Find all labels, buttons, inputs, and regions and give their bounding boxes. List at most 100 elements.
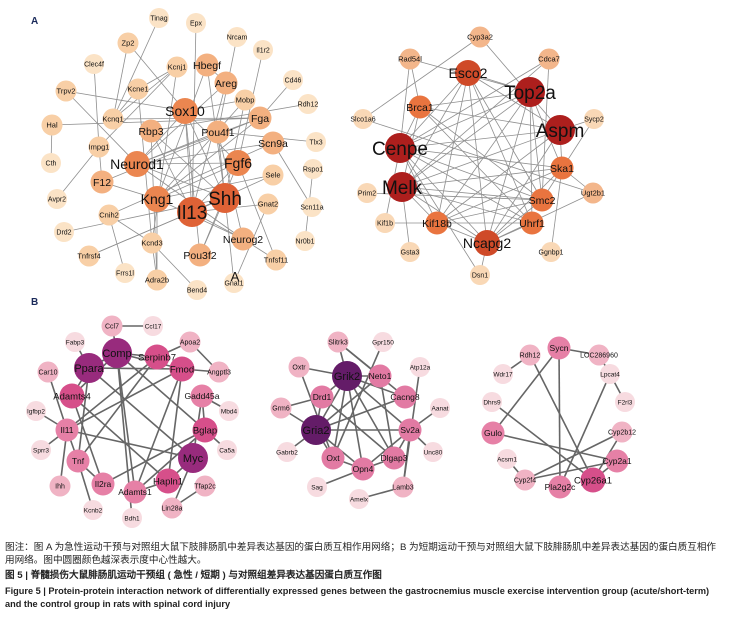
- node-label: Ugt2b1: [581, 189, 605, 198]
- edge-rdh12-cyp26a1: [529, 354, 594, 481]
- node-label: Gnat2: [258, 200, 278, 209]
- edge-drd1-dlgap3: [321, 396, 395, 459]
- edge-gpr150-oxt: [332, 341, 384, 459]
- node-gadd45a: Gadd45a: [185, 384, 220, 408]
- node-circle: [538, 48, 560, 70]
- node-f2rl3: F2rl3: [615, 392, 635, 412]
- node-circle: [482, 392, 502, 412]
- node-label: Pla2g2c: [545, 482, 576, 492]
- figure-title-english: Figure 5 | Protein-protein interaction n…: [5, 586, 710, 609]
- node-label: Il1r2: [256, 48, 270, 55]
- node-cyp3a2: Cyp3a2: [467, 26, 493, 48]
- node-myc: Myc: [178, 443, 208, 473]
- node-cacng8: Cacng8: [390, 385, 420, 409]
- node-fga: Fga: [248, 106, 272, 130]
- node-label: Amelx: [350, 496, 369, 503]
- node-fmod: Fmod: [169, 356, 195, 382]
- node-circle: [59, 383, 85, 409]
- node-apoa2: Apoa2: [179, 331, 201, 353]
- node-circle: [144, 344, 170, 370]
- node-circle: [143, 316, 163, 336]
- node-cyp2f4: Cyp2f4: [514, 469, 536, 491]
- node-gnat2: Gnat2: [257, 193, 279, 215]
- node-label: Gria2: [303, 425, 330, 437]
- node-label: Pou4f1: [201, 127, 234, 139]
- node-il1r2: Il1r2: [253, 40, 273, 60]
- node-dhrs9: Dhrs9: [482, 392, 502, 412]
- node-circle: [257, 193, 279, 215]
- node-circle: [399, 48, 421, 70]
- node-cnih2: Cnih2: [98, 204, 120, 226]
- edge-gulo-cyp2a1: [492, 432, 618, 462]
- node-circle: [227, 27, 247, 47]
- node-label: Pou3f2: [183, 250, 216, 262]
- node-label: Neurog2: [223, 234, 263, 246]
- node-label: Tfap2c: [194, 484, 216, 491]
- node-circle: [283, 70, 303, 90]
- node-label: Rdh12: [298, 102, 319, 109]
- node-label: Dhrs9: [483, 399, 501, 406]
- node-circle: [65, 332, 85, 352]
- node-circle: [84, 54, 104, 74]
- node-label: Ggnbp1: [539, 250, 564, 257]
- node-sox10: Sox10: [165, 98, 205, 124]
- edge-grik2-dlgap3: [346, 375, 395, 459]
- node-circle: [425, 211, 449, 235]
- node-label: Cyp26a1: [574, 475, 612, 486]
- node-label: Gadd45a: [185, 391, 220, 401]
- node-circle: [234, 89, 256, 111]
- node-label: Adamts1: [118, 487, 152, 497]
- node-angptl3: Angptl3: [207, 361, 231, 383]
- node-label: Kcnb2: [84, 507, 103, 514]
- node-circle: [146, 269, 168, 291]
- node-label: Rdh12: [520, 353, 541, 360]
- node-label: Igfbp2: [27, 408, 45, 415]
- node-kcnq1: Kcnq1: [102, 108, 124, 130]
- node-circle: [177, 197, 207, 227]
- node-circle: [353, 109, 373, 129]
- edge-comp-bglap: [116, 352, 206, 431]
- edge-kcnj1-impg1: [98, 66, 178, 148]
- node-circle: [550, 156, 574, 180]
- node-clec4f: Clec4f: [84, 54, 104, 74]
- node-label: Drd2: [56, 230, 71, 237]
- node-car10: Car10: [37, 361, 59, 383]
- node-label: Esco2: [449, 65, 488, 81]
- node-ncapg2: Ncapg2: [463, 230, 511, 256]
- node-circle: [102, 338, 132, 368]
- node-mbd4: Mbd4: [219, 401, 239, 421]
- node-label: Dlgap3: [381, 453, 408, 463]
- node-label: Cth: [46, 161, 57, 168]
- node-label: Lpcat4: [600, 371, 620, 378]
- node-acsm1: Acsm1: [497, 449, 517, 469]
- node-circle: [41, 114, 63, 136]
- node-circle: [385, 133, 415, 163]
- node-label: Fgf6: [224, 155, 252, 171]
- node-avpr2: Avpr2: [47, 189, 67, 209]
- node-circle: [190, 384, 214, 408]
- node-cyp2a1: Cyp2a1: [602, 449, 632, 473]
- node-circle: [349, 489, 369, 509]
- edge-adamts4-hapln1: [71, 395, 169, 482]
- node-rspo1: Rspo1: [303, 159, 323, 179]
- node-circle: [307, 477, 327, 497]
- edge-melk-smc2: [401, 186, 543, 201]
- node-gpr150: Gpr150: [372, 332, 394, 352]
- node-circle: [49, 475, 71, 497]
- node-circle: [54, 222, 74, 242]
- node-label: Hal: [46, 121, 58, 130]
- node-gsta3: Gsta3: [400, 242, 420, 262]
- node-label: Top2a: [504, 83, 556, 104]
- node-melk: Melk: [382, 172, 423, 202]
- node-label: Brca1: [406, 102, 434, 114]
- node-circle: [187, 280, 207, 300]
- node-label: Nr0b1: [295, 239, 314, 246]
- edge-fgf6-kng1: [156, 162, 239, 200]
- node-label: Scn9a: [258, 138, 288, 150]
- node-opn4: Opn4: [351, 457, 375, 481]
- stray-label-a: A: [231, 269, 240, 284]
- node-aanat: Aanat: [430, 398, 450, 418]
- node-gabrb2: Gabrb2: [276, 442, 298, 462]
- node-label: Ihh: [55, 484, 65, 491]
